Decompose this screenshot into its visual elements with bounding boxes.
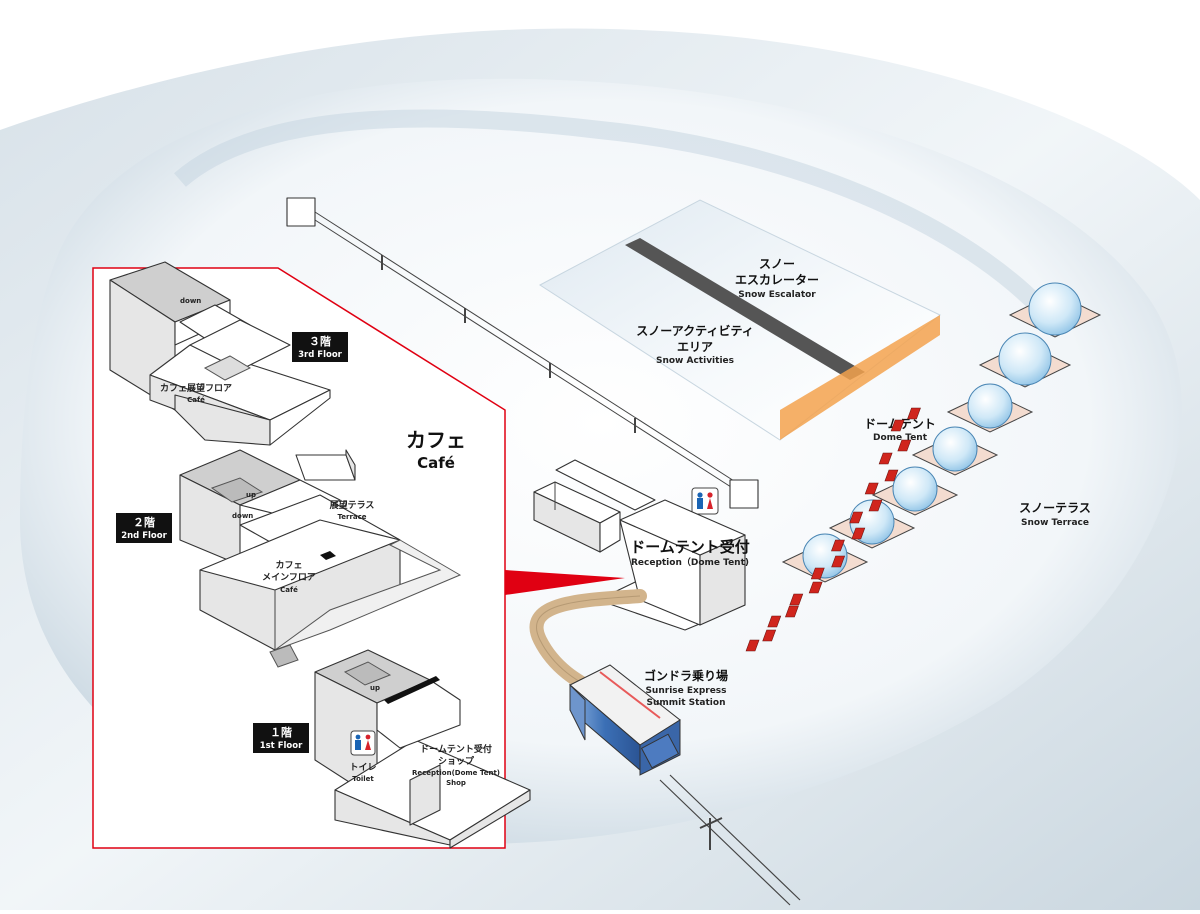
floor2-stair-down: down xyxy=(232,512,253,520)
floor3-area-jp: カフェ展望フロア xyxy=(160,382,232,394)
snow-terrace-chairs xyxy=(745,407,921,652)
floor1-room-en1: Reception(Dome Tent) xyxy=(412,769,500,777)
reception-en: Reception（Dome Tent) xyxy=(631,557,749,568)
dome-tents xyxy=(781,282,1102,583)
floor2-terrace-jp: 展望テラス xyxy=(330,499,375,511)
floor2-area-jp1: カフェ xyxy=(275,560,302,571)
floor1-toilet-icon xyxy=(350,730,376,756)
gondola-jp: ゴンドラ乗り場 xyxy=(644,668,728,683)
floor3-en: 3rd Floor xyxy=(298,350,343,360)
floor3-stair-label: down xyxy=(180,297,201,305)
floor-2-plan xyxy=(179,449,462,668)
floor2-en: 2nd Floor xyxy=(121,531,167,541)
gondola-station xyxy=(569,664,801,906)
floor1-toilet-en: Toilet xyxy=(352,775,374,783)
floor3-area-en: Café xyxy=(187,396,205,404)
snow-escalator-jp2: エスカレーター xyxy=(735,273,819,287)
reception-jp: ドームテント受付 xyxy=(630,538,750,556)
gondola-en1: Sunrise Express xyxy=(645,686,726,696)
dome-tent xyxy=(946,383,1034,433)
snow-activity-area xyxy=(539,199,941,441)
dome-tent xyxy=(978,332,1072,388)
floor-1-plan xyxy=(314,649,531,849)
floor1-room-jp1: ドームテント受付 xyxy=(420,743,492,755)
snow-terrace-en: Snow Terrace xyxy=(1021,518,1089,528)
floor3-jp: ３階 xyxy=(309,334,331,348)
floor3-badge xyxy=(292,332,348,362)
cafe-title-en: Café xyxy=(417,454,455,472)
dome-tent xyxy=(1008,282,1102,338)
dome-tent xyxy=(911,426,999,476)
floor2-terrace-en: Terrace xyxy=(337,513,366,521)
callout-pointer xyxy=(505,570,625,595)
floor1-room-jp2: ショップ xyxy=(438,755,475,767)
cafe-title-jp: カフェ xyxy=(406,428,466,452)
snow-activities-en: Snow Activities xyxy=(656,356,734,366)
snow-activities-jp1: スノーアクティビティ xyxy=(636,323,753,338)
floor1-jp: １階 xyxy=(270,725,292,739)
snow-terrace-jp: スノーテラス xyxy=(1019,501,1091,515)
floor1-room-en2: Shop xyxy=(446,779,466,787)
snow-escalator-en: Snow Escalator xyxy=(738,290,816,300)
floor1-en: 1st Floor xyxy=(260,741,303,751)
floor1-badge xyxy=(253,723,309,753)
floor2-badge xyxy=(116,513,172,543)
floor1-toilet-jp: トイレ xyxy=(349,762,376,773)
toilet-icon xyxy=(691,487,719,515)
snow-escalator-track xyxy=(625,238,865,380)
escalator-orange-edge xyxy=(780,315,940,440)
snow-activities-jp2: エリア xyxy=(677,340,713,354)
gondola-en2: Summit Station xyxy=(646,698,725,708)
floor2-jp: ２階 xyxy=(133,515,155,529)
fence xyxy=(286,197,759,509)
dome-tent xyxy=(871,466,959,516)
floor1-stair-up: up xyxy=(370,684,380,692)
snow-escalator-jp1: スノー xyxy=(759,257,795,271)
floor2-area-jp2: メインフロア xyxy=(262,572,316,583)
floor2-stair-up: up xyxy=(246,491,256,499)
floor2-area-en: Café xyxy=(280,586,298,594)
floor-3-plan xyxy=(109,261,331,446)
dome-tent-en: Dome Tent xyxy=(873,433,928,443)
snow-ridge xyxy=(174,109,1068,336)
